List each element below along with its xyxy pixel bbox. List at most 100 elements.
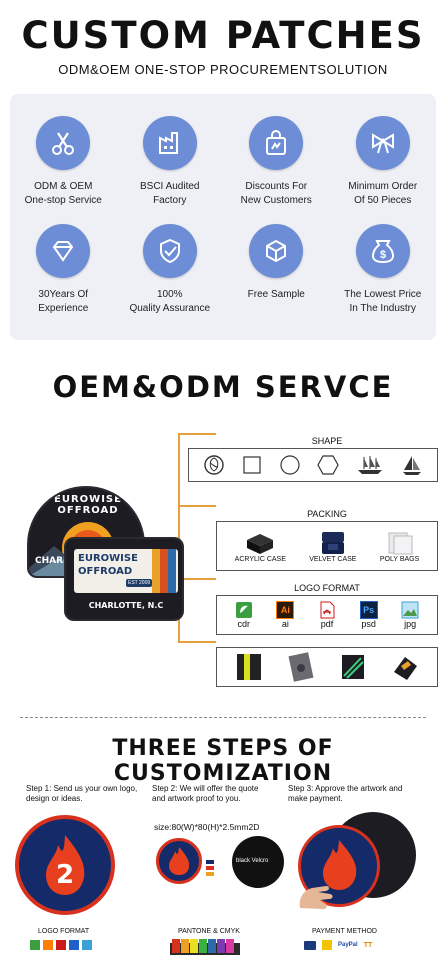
shape-title: SHAPE (311, 436, 343, 446)
features-panel: ODM & OEM One-stop Service BSCI Audited … (10, 94, 436, 340)
packing-item[interactable]: ACRYLIC CASE (235, 530, 286, 563)
step2-caption: PANTONE & CMYK (178, 928, 240, 935)
backing-options (216, 647, 438, 687)
feature-label: ODM & OEM One-stop Service (24, 181, 102, 206)
flame-icon (169, 847, 190, 875)
step2-velcro-backing (232, 836, 284, 888)
western-union-icon (322, 940, 332, 950)
step3-caption: PAYMENT METHOD (312, 928, 377, 935)
step2-text: Step 2: We will offer the quote and artw… (152, 784, 259, 803)
rose-shape-icon[interactable] (203, 454, 225, 476)
feature-label: Minimum Order Of 50 Pieces (348, 181, 418, 206)
money-bag-icon: $ (355, 224, 410, 278)
format-item[interactable]: pdf (318, 601, 336, 629)
packing-item[interactable]: VELVET CASE (309, 530, 356, 563)
feature-label: BSCI Audited Factory (140, 181, 200, 206)
feature-label: The Lowest Price In The Industry (344, 289, 422, 314)
feature-item: 30Years Of Experience (10, 224, 117, 316)
file-format-icons (30, 940, 92, 950)
cube-icon (249, 224, 304, 278)
shield-check-icon (142, 224, 197, 278)
format-label: jpg (404, 619, 417, 629)
feature-item: Free Sample (223, 224, 330, 316)
svg-text:$: $ (380, 249, 386, 261)
velvet-case-icon (321, 531, 344, 554)
oem-section-title: OEM&ODM SERVCE (52, 370, 394, 404)
step2-backing-label: black Velcro (236, 858, 269, 864)
patch-round-brand: EUROWISE OFFROAD (54, 494, 122, 516)
page-subtitle: ODM&OEM ONE-STOP PROCUREMENTSOLUTION (58, 62, 388, 77)
section-divider (20, 717, 426, 718)
feature-item: Discounts For New Customers (223, 116, 330, 208)
logo-format-title: LOGO FORMAT (294, 583, 360, 593)
payment-icons: PayPal TT (304, 940, 372, 950)
feature-item: $ The Lowest Price In The Industry (330, 224, 437, 316)
pantone-swatch-fan (170, 939, 240, 955)
packing-title: PACKING (307, 509, 347, 519)
patch-rect-brand: EUROWISE (78, 553, 138, 564)
backing-sample-grey[interactable] (287, 652, 315, 682)
scissors-icon (36, 116, 91, 170)
card-icon (304, 940, 316, 950)
cdr-file-icon (235, 602, 252, 618)
steps-section-title: THREE STEPS OF CUSTOMIZATION (112, 736, 334, 786)
feature-label: 100% Quality Assurance (129, 289, 211, 314)
connector-line (178, 641, 216, 643)
poly-bag-icon (388, 532, 413, 554)
feature-label: Free Sample (247, 289, 305, 300)
format-item[interactable]: Ai ai (276, 601, 295, 629)
patch-rect-badge: EST 2009 (126, 579, 153, 587)
acrylic-case-icon (247, 533, 274, 554)
pdf-file-icon (320, 601, 335, 619)
backing-sample-yellow[interactable] (235, 652, 263, 682)
logo-format-options: cdr Ai ai pdf Ps psd jpg (216, 595, 438, 635)
feature-item: BSCI Audited Factory (117, 116, 224, 208)
format-item[interactable]: jpg (401, 601, 419, 629)
hexagon-shape-icon[interactable] (317, 454, 339, 476)
feature-item: ODM & OEM One-stop Service (10, 116, 117, 208)
step1-text: Step 1: Send us your own logo, design or… (26, 784, 138, 803)
flame-icon (323, 840, 357, 890)
connector-line (178, 505, 216, 507)
backing-sample-orange[interactable] (391, 652, 419, 682)
color-swatches (206, 860, 214, 876)
flame-icon: 2 (46, 835, 85, 895)
format-item[interactable]: cdr (235, 601, 253, 629)
format-label: pdf (320, 619, 334, 629)
psd-file-icon: Ps (359, 601, 378, 619)
diamond-icon (36, 224, 91, 278)
packing-label: POLY BAGS (379, 555, 420, 563)
packing-label: VELVET CASE (309, 555, 357, 563)
packing-item[interactable]: POLY BAGS (380, 530, 419, 563)
format-item[interactable]: Ps psd (359, 601, 378, 629)
paypal-label: PayPal (338, 942, 358, 948)
connector-line (178, 578, 216, 580)
connector-line (178, 433, 216, 435)
shopping-bag-icon (249, 116, 304, 170)
step3-text: Step 3: Approve the artwork and make pay… (288, 784, 403, 803)
square-shape-icon[interactable] (242, 455, 262, 475)
ai-file-icon: Ai (276, 601, 295, 619)
ship-shape-icon[interactable] (356, 454, 384, 476)
patch-rect-city: CHARLOTTE, N.C (88, 601, 164, 610)
shape-options (188, 448, 438, 482)
format-label: cdr (237, 619, 251, 629)
step1-caption: LOGO FORMAT (38, 928, 90, 935)
bow-icon (355, 116, 410, 170)
jpg-file-icon (401, 601, 419, 619)
feature-item: Minimum Order Of 50 Pieces (330, 116, 437, 208)
packing-options: ACRYLIC CASE VELVET CASE POLY BAGS (216, 521, 438, 571)
circle-shape-icon[interactable] (279, 454, 301, 476)
svg-text:2: 2 (56, 860, 74, 890)
sailboat-shape-icon[interactable] (401, 454, 423, 476)
factory-icon (142, 116, 197, 170)
tt-label: TT (363, 941, 373, 949)
page-title: CUSTOM PATCHES (21, 14, 425, 57)
backing-sample-green[interactable] (339, 652, 367, 682)
step2-size: size:80(W)*80(H)*2.5mm2D (154, 822, 260, 832)
feature-label: 30Years Of Experience (38, 289, 89, 314)
format-label: psd (361, 619, 376, 629)
packing-label: ACRYLIC CASE (234, 555, 286, 563)
hand-icon (299, 886, 333, 910)
format-label: ai (281, 619, 289, 629)
